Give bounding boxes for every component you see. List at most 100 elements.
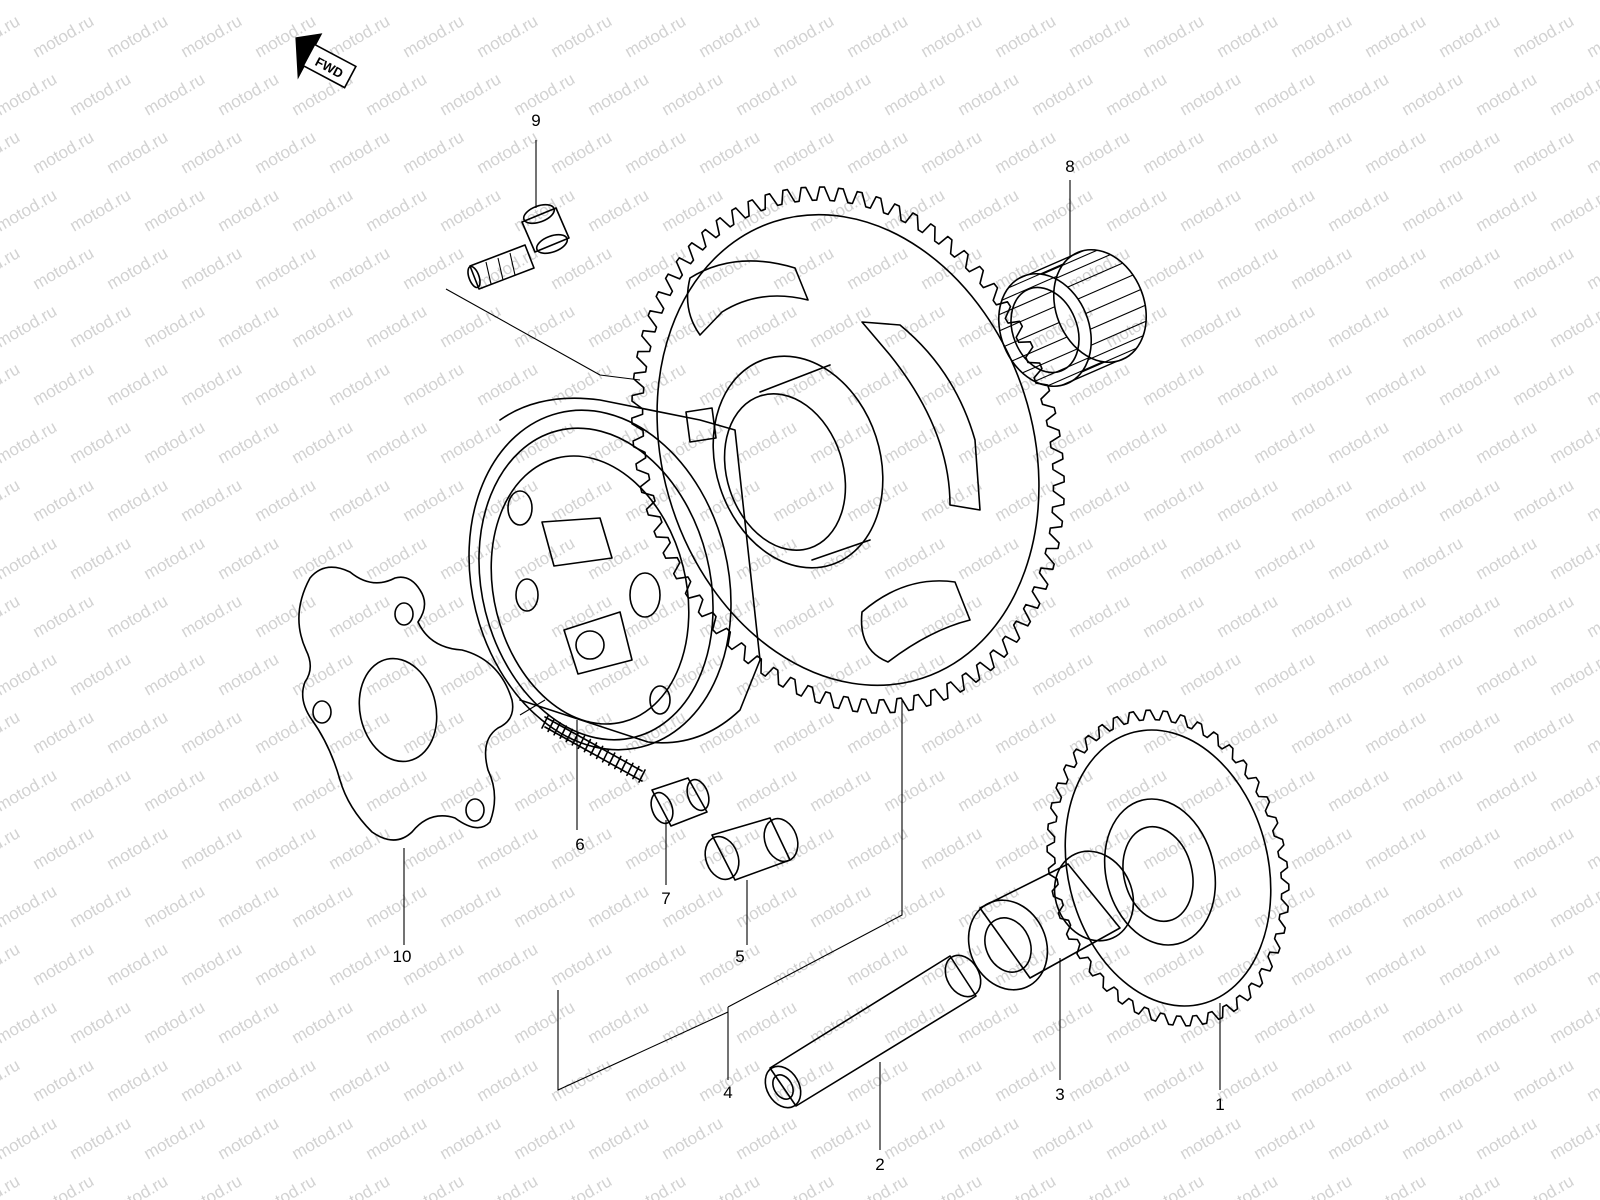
watermark-text: motod.ru — [1066, 475, 1134, 525]
watermark-text: motod.ru — [844, 591, 912, 641]
watermark-text: motod.ru — [585, 533, 653, 583]
watermark-text: motod.ru — [918, 1171, 986, 1200]
watermark-text: motod.ru — [104, 707, 172, 757]
watermark-text: motod.ru — [585, 881, 653, 931]
fwd-arrow: FWD — [295, 33, 357, 89]
watermark-text: motod.ru — [1325, 997, 1393, 1047]
watermark-text: motod.ru — [215, 533, 283, 583]
watermark-text: motod.ru — [1288, 707, 1356, 757]
watermark-text: motod.ru — [437, 649, 505, 699]
watermark-text: motod.ru — [1325, 301, 1393, 351]
watermark-text: motod.ru — [363, 997, 431, 1047]
watermark-text: motod.ru — [1029, 533, 1097, 583]
watermark-text: motod.ru — [511, 997, 579, 1047]
watermark-text: motod.ru — [252, 475, 320, 525]
watermark-text: motod.ru — [622, 1171, 690, 1200]
watermark-text: motod.ru — [1510, 823, 1578, 873]
watermark-text: motod.ru — [659, 997, 727, 1047]
watermark-text: motod.ru — [1547, 1113, 1600, 1163]
watermark-text: motod.ru — [289, 997, 357, 1047]
watermark-text: motod.ru — [1362, 359, 1430, 409]
watermark-text: motod.ru — [326, 359, 394, 409]
watermark-text: motod.ru — [1029, 997, 1097, 1047]
watermark-text: motod.ru — [252, 939, 320, 989]
watermark-text: motod.ru — [548, 11, 616, 61]
watermark-text: motod.ru — [1362, 11, 1430, 61]
watermark-text: motod.ru — [178, 475, 246, 525]
watermark-text: motod.ru — [30, 127, 98, 177]
watermark-text: motod.ru — [30, 823, 98, 873]
watermark-text: motod.ru — [326, 1055, 394, 1105]
watermark-text: motod.ru — [141, 997, 209, 1047]
watermark-text: motod.ru — [1140, 243, 1208, 293]
watermark-text: motod.ru — [1029, 69, 1097, 119]
watermark-text: motod.ru — [1436, 707, 1504, 757]
watermark-text: motod.ru — [0, 823, 23, 873]
watermark-text: motod.ru — [844, 1055, 912, 1105]
watermark-text: motod.ru — [437, 997, 505, 1047]
watermark-text: motod.ru — [511, 1113, 579, 1163]
callout-numbers: 1 2 3 4 5 6 7 8 9 10 — [393, 111, 1225, 1174]
watermark-text: motod.ru — [696, 359, 764, 409]
watermark-text: motod.ru — [67, 1113, 135, 1163]
watermark-text: motod.ru — [104, 939, 172, 989]
watermark-text: motod.ru — [844, 823, 912, 873]
watermark-text: motod.ru — [400, 823, 468, 873]
watermark-text: motod.ru — [918, 823, 986, 873]
watermark-text: motod.ru — [30, 707, 98, 757]
watermark-text: motod.ru — [1473, 185, 1541, 235]
watermark-text: motod.ru — [511, 649, 579, 699]
watermark-text: motod.ru — [881, 997, 949, 1047]
watermark-text: motod.ru — [659, 0, 727, 3]
watermark-text: motod.ru — [1399, 417, 1467, 467]
watermark-text: motod.ru — [0, 185, 60, 235]
callout-10: 10 — [393, 947, 412, 966]
watermark-text: motod.ru — [326, 127, 394, 177]
watermark-text: motod.ru — [178, 11, 246, 61]
watermark-text: motod.ru — [1177, 649, 1245, 699]
watermark-text: motod.ru — [326, 11, 394, 61]
watermark-text: motod.ru — [1214, 823, 1282, 873]
watermark-text: motod.ru — [437, 0, 505, 3]
watermark-text: motod.ru — [1251, 1113, 1319, 1163]
watermark-text: motod.ru — [1399, 185, 1467, 235]
watermark-text: motod.ru — [1288, 127, 1356, 177]
watermark-text: motod.ru — [104, 823, 172, 873]
watermark-text: motod.ru — [289, 649, 357, 699]
watermark-text: motod.ru — [1362, 1055, 1430, 1105]
watermark-text: motod.ru — [67, 185, 135, 235]
watermark-text: motod.ru — [733, 301, 801, 351]
watermark-text: motod.ru — [696, 707, 764, 757]
watermark-text: motod.ru — [881, 533, 949, 583]
part-1-idle-gear — [1046, 709, 1290, 1027]
watermark-text: motod.ru — [0, 591, 23, 641]
watermark-text: motod.ru — [992, 127, 1060, 177]
watermark-text: motod.ru — [1288, 823, 1356, 873]
watermark-text: motod.ru — [770, 127, 838, 177]
watermark-text: motod.ru — [326, 243, 394, 293]
watermark-text: motod.ru — [1325, 533, 1393, 583]
watermark-text: motod.ru — [955, 0, 1023, 3]
watermark-text: motod.ru — [622, 707, 690, 757]
watermark-text: motod.ru — [30, 1171, 98, 1200]
watermark-text: motod.ru — [1399, 0, 1467, 3]
watermark-text: motod.ru — [1399, 69, 1467, 119]
watermark-text: motod.ru — [1473, 533, 1541, 583]
watermark-text: motod.ru — [1584, 1171, 1600, 1200]
watermark-text: motod.ru — [1399, 649, 1467, 699]
watermark-text: motod.ru — [215, 417, 283, 467]
watermark-text: motod.ru — [215, 0, 283, 3]
watermark-text: motod.ru — [992, 1055, 1060, 1105]
watermark-text: motod.ru — [437, 417, 505, 467]
watermark-text: motod.ru — [0, 649, 60, 699]
watermark-text: motod.ru — [1584, 591, 1600, 641]
watermark-text: motod.ru — [1288, 475, 1356, 525]
watermark-text: motod.ru — [141, 765, 209, 815]
watermark-text: motod.ru — [548, 475, 616, 525]
watermark-text: motod.ru — [363, 533, 431, 583]
watermark-text: motod.ru — [1584, 127, 1600, 177]
watermark-text: motod.ru — [1510, 1055, 1578, 1105]
watermark-text: motod.ru — [1547, 0, 1600, 3]
